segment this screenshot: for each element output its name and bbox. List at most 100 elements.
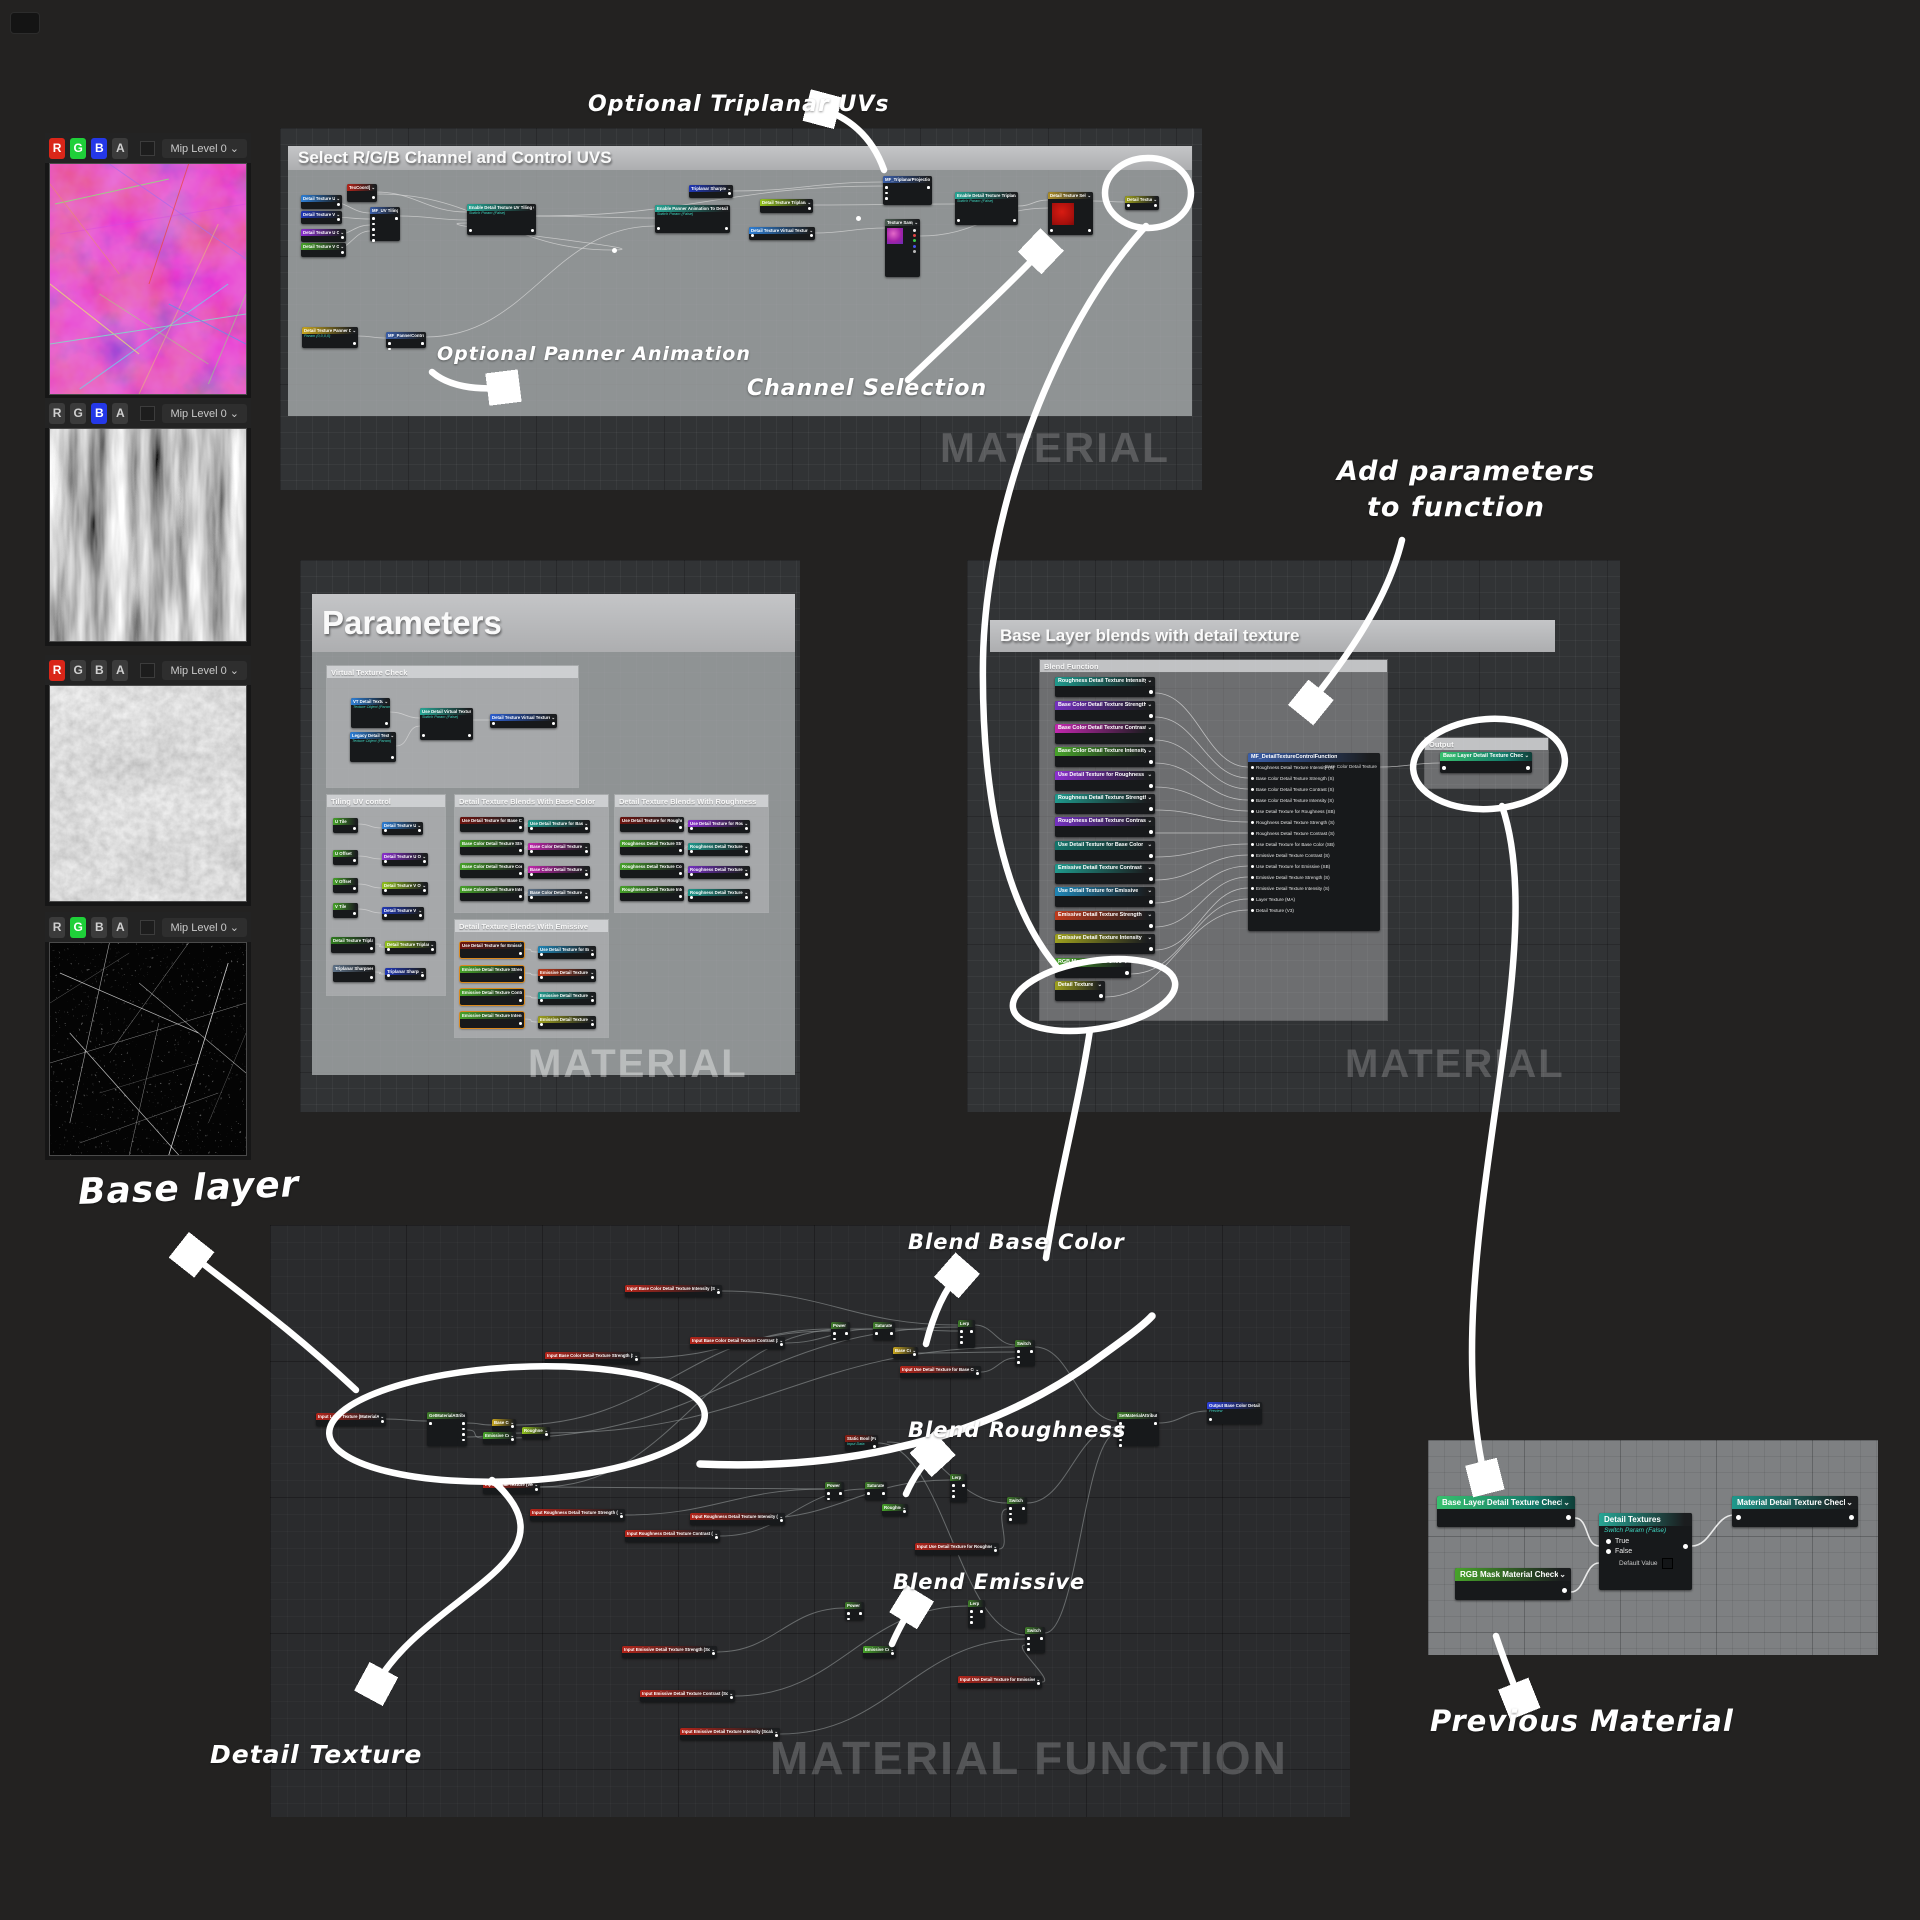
base-color-detail-texture-contrast[interactable]: Base Color Detail Texture Contrast⌄ bbox=[528, 866, 590, 879]
getmaterialattributes[interactable]: GetMaterialAttributes bbox=[427, 1412, 467, 1446]
emissive-detail-texture-strength[interactable]: Emissive Detail Texture Strength⌄ bbox=[538, 969, 596, 982]
texture-sample[interactable]: Texture Sample⌄ bbox=[885, 219, 920, 277]
switch[interactable]: Switch bbox=[1007, 1497, 1027, 1523]
base-color[interactable]: Base Color⌄ bbox=[492, 1419, 516, 1431]
emissive-detail-texture-contrast[interactable]: Emissive Detail Texture Contrast⌄ bbox=[1055, 864, 1155, 884]
emissive-detail-texture-intensity[interactable]: Emissive Detail Texture Intensity⌄ bbox=[1055, 934, 1155, 954]
use-detail-texture-for-emissive[interactable]: Use Detail Texture for Emissive⌄ bbox=[1055, 887, 1155, 907]
detail-texture-u-offset[interactable]: Detail Texture U Offset⌄ bbox=[301, 229, 346, 242]
enable-panner-animation-to-detail-texture[interactable]: Enable Panner Animation To Detail Textur… bbox=[655, 205, 730, 233]
detail-texture-virtual-texture-check[interactable]: Detail Texture Virtual Texture Check⌄ bbox=[490, 714, 557, 728]
base-color-detail-texture-intensity[interactable]: Base Color Detail Texture Intensity⌄ bbox=[528, 889, 590, 902]
emissive-detail-texture-strength[interactable]: Emissive Detail Texture Strength⌄ bbox=[1055, 911, 1155, 931]
base-color-detail-texture-contrast[interactable]: Base Color Detail Texture Contrast bbox=[460, 863, 524, 878]
channel-b-button[interactable]: B bbox=[91, 659, 108, 681]
detail-texture-panner-direction[interactable]: Detail Texture Panner Direction⌄Param (0… bbox=[302, 327, 358, 348]
detail-texture-triplanar-uv[interactable]: Detail Texture Triplanar UV bbox=[331, 937, 375, 953]
mip-checkbox[interactable] bbox=[140, 919, 156, 935]
u-tile[interactable]: U Tile bbox=[333, 818, 358, 833]
base-color[interactable]: Base Color⌄ bbox=[893, 1347, 918, 1359]
base-color-detail-texture-intensity[interactable]: Base Color Detail Texture Intensity⌄ bbox=[1055, 747, 1155, 767]
roughness[interactable]: Roughness⌄ bbox=[882, 1504, 908, 1516]
triplanar-sharpness[interactable]: Triplanar Sharpness⌄ bbox=[689, 185, 733, 198]
base-color-detail-texture-contrast[interactable]: Base Color Detail Texture Contrast⌄ bbox=[1055, 724, 1155, 744]
detail-texture-virtual-texture-block[interactable]: Detail Texture Virtual Texture Block⌄ bbox=[749, 227, 815, 240]
channel-b-button[interactable]: B bbox=[91, 916, 108, 938]
reroute-node[interactable] bbox=[612, 248, 617, 253]
input-detail-texture-vector3[interactable]: Input Detail Texture (Vector3)⌄ bbox=[483, 1481, 540, 1494]
saturate[interactable]: Saturate bbox=[873, 1322, 895, 1340]
use-detail-texture-for-base-color[interactable]: Use Detail Texture for Base Color bbox=[460, 817, 524, 832]
channel-r-button[interactable]: R bbox=[49, 402, 66, 424]
base-layer-detail-texture-check[interactable]: Base Layer Detail Texture Check⌄ bbox=[1440, 752, 1532, 773]
vt-detail-texture[interactable]: VT Detail Texture⌄Texture Object (Param) bbox=[351, 698, 390, 728]
roughness-detail-texture-intensity[interactable]: Roughness Detail Texture Intensity bbox=[620, 886, 684, 901]
mf-triplanarprojection[interactable]: MF_TriplanarProjection bbox=[883, 176, 932, 205]
channel-r-button[interactable]: R bbox=[49, 916, 66, 938]
use-detail-texture-for-emissive[interactable]: Use Detail Texture for Emissive bbox=[460, 942, 524, 958]
channel-a-button[interactable]: A bbox=[112, 659, 129, 681]
use-detail-texture-for-base-color[interactable]: Use Detail Texture for Base Color⌄ bbox=[1055, 841, 1155, 861]
channel-r-button[interactable]: R bbox=[49, 659, 66, 681]
input-roughness-detail-texture-strength-scalar[interactable]: Input Roughness Detail Texture Strength … bbox=[530, 1509, 625, 1521]
power[interactable]: Power bbox=[825, 1482, 844, 1501]
input-roughness-detail-texture-intensity-scalar[interactable]: Input Roughness Detail Texture Intensity… bbox=[690, 1513, 785, 1525]
base-color-detail-texture-intensity[interactable]: Base Color Detail Texture Intensity bbox=[460, 886, 524, 901]
power[interactable]: Power bbox=[831, 1322, 850, 1341]
roughness-detail-texture-contrast[interactable]: Roughness Detail Texture Contrast⌄ bbox=[688, 866, 750, 879]
channel-g-button[interactable]: G bbox=[70, 137, 87, 159]
mip-checkbox[interactable] bbox=[140, 405, 156, 421]
roughness-detail-texture-contrast[interactable]: Roughness Detail Texture Contrast⌄ bbox=[1055, 817, 1155, 837]
rgb-mask-material-check[interactable]: RGB Mask Material Check⌄ bbox=[1455, 1568, 1571, 1600]
mip-level-dropdown[interactable]: Mip Level 0 ⌄ bbox=[162, 403, 247, 423]
detail-texture-v-tile[interactable]: Detail Texture V Tile⌄ bbox=[382, 907, 424, 920]
channel-a-button[interactable]: A bbox=[112, 916, 129, 938]
texcoord-0[interactable]: TexCoord[0]⌄ bbox=[347, 184, 377, 202]
mip-checkbox[interactable] bbox=[140, 662, 156, 678]
detail-texture[interactable]: Detail Texture⌄ bbox=[1055, 981, 1105, 1001]
triplanar-sharpness[interactable]: Triplanar Sharpness bbox=[333, 965, 375, 982]
input-base-color-detail-texture-contrast-scalar[interactable]: Input Base Color Detail Texture Contrast… bbox=[690, 1337, 785, 1349]
v-offset[interactable]: V Offset bbox=[333, 878, 358, 893]
input-use-detail-texture-for-base-color-staticbool[interactable]: Input Use Detail Texture for Base Color … bbox=[900, 1366, 981, 1378]
channel-r-button[interactable]: R bbox=[49, 137, 66, 159]
enable-detail-texture-uv-tiling-control[interactable]: Enable Detail Texture UV Tiling ControlS… bbox=[467, 204, 536, 235]
emissive-detail-texture-contrast[interactable]: Emissive Detail Texture Contrast bbox=[460, 989, 524, 1005]
output-base-color-detail-texture[interactable]: Output Base Color Detail TexturePreview bbox=[1207, 1402, 1262, 1424]
base-layer-detail-texture-check[interactable]: Base Layer Detail Texture Check⌄ bbox=[1437, 1496, 1575, 1527]
input-roughness-detail-texture-contrast-scalar[interactable]: Input Roughness Detail Texture Contrast … bbox=[625, 1530, 720, 1542]
detail-texture-u-tile[interactable]: Detail Texture U Tile⌄ bbox=[382, 822, 423, 835]
input-emissive-detail-texture-contrast-scalar[interactable]: Input Emissive Detail Texture Contrast (… bbox=[640, 1690, 735, 1702]
detail-texture-u-offset[interactable]: Detail Texture U Offset⌄ bbox=[382, 853, 428, 866]
use-detail-texture-for-emissive[interactable]: Use Detail Texture for Emissive⌄ bbox=[538, 946, 596, 959]
detail-texture-triplanar-uv[interactable]: Detail Texture Triplanar UV⌄ bbox=[385, 941, 436, 954]
detail-texture-v-offset[interactable]: Detail Texture V Offset⌄ bbox=[382, 882, 428, 895]
use-detail-texture-for-roughness[interactable]: Use Detail Texture for Roughness⌄ bbox=[688, 820, 750, 833]
lerp[interactable]: Lerp bbox=[958, 1320, 975, 1348]
use-detail-texture-for-roughness[interactable]: Use Detail Texture for Roughness⌄ bbox=[1055, 771, 1155, 791]
detail-texture-v-tile[interactable]: Detail Texture V Tile⌄ bbox=[301, 211, 342, 224]
detail-texture-selection[interactable]: Detail Texture Selection⌄ bbox=[1048, 192, 1093, 235]
emissive-color[interactable]: Emissive Color⌄ bbox=[483, 1432, 516, 1444]
channel-g-button[interactable]: G bbox=[70, 916, 87, 938]
base-color-detail-texture-strength[interactable]: Base Color Detail Texture Strength⌄ bbox=[528, 843, 590, 856]
input-base-color-detail-texture-intensity-scalar[interactable]: Input Base Color Detail Texture Intensit… bbox=[625, 1285, 722, 1297]
detail-texture-triplanar-uv[interactable]: Detail Texture Triplanar UV⌄ bbox=[760, 199, 813, 213]
channel-a-button[interactable]: A bbox=[112, 402, 129, 424]
roughness-detail-texture-strength[interactable]: Roughness Detail Texture Strength⌄ bbox=[688, 843, 750, 856]
lerp[interactable]: Lerp bbox=[968, 1600, 985, 1628]
mip-level-dropdown[interactable]: Mip Level 0 ⌄ bbox=[162, 660, 247, 680]
emissive-detail-texture-contrast[interactable]: Emissive Detail Texture Contrast⌄ bbox=[538, 992, 596, 1005]
detail-texture-v-offset[interactable]: Detail Texture V Offset⌄ bbox=[301, 243, 346, 257]
roughness[interactable]: Roughness⌄ bbox=[522, 1427, 550, 1439]
roughness-detail-texture-contrast[interactable]: Roughness Detail Texture Contrast bbox=[620, 863, 684, 878]
emissive-detail-texture-intensity[interactable]: Emissive Detail Texture Intensity⌄ bbox=[538, 1016, 596, 1029]
mip-checkbox[interactable] bbox=[140, 140, 156, 156]
static-bool-false[interactable]: Static Bool (False)Input Data bbox=[845, 1435, 878, 1451]
input-base-color-detail-texture-strength-scalar[interactable]: Input Base Color Detail Texture Strength… bbox=[545, 1352, 640, 1364]
emissive-color[interactable]: Emissive Color⌄ bbox=[863, 1646, 896, 1658]
